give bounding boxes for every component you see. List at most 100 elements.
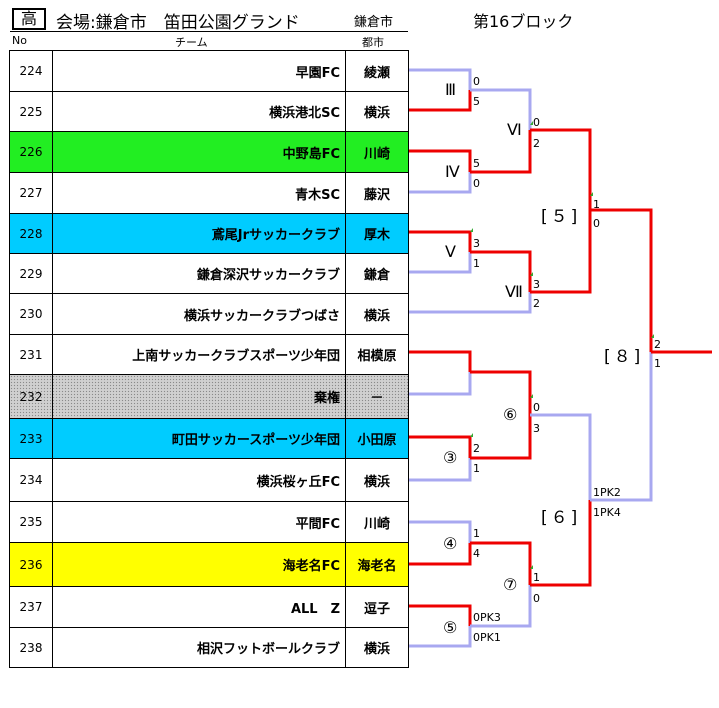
team-number: 228 [10,214,53,253]
score-label: 3 [533,278,540,291]
team-number: 232 [10,375,53,418]
score-label: 3 [533,422,540,435]
winner-marker [530,394,533,398]
bracket-lose-line [409,626,472,648]
team-city: 厚木 [346,214,409,253]
team-row: 230 横浜サッカークラブつばさ 横浜 [10,294,409,335]
team-row: 224 早園FC 綾瀬 [10,51,409,92]
team-number: 234 [10,459,53,501]
score-label: 1 [593,198,600,211]
score-label: 1 [654,357,661,370]
bracket-lose-line [409,372,472,396]
bracket-win-line [530,500,592,587]
bracket-win-line [470,541,532,585]
team-name: 早園FC [53,51,346,91]
team-name: 横浜サッカークラブつばさ [53,294,346,334]
team-name: 中野島FC [53,132,346,172]
block-title: 第16ブロック [473,12,574,31]
score-label: 2 [473,442,480,455]
score-label: 1 [473,462,480,475]
bracket-win-line [409,149,472,172]
team-name: 相沢フットボールクラブ [53,628,346,667]
round-label: ④ [443,534,458,553]
team-number: 227 [10,173,53,213]
team-name: 青木SC [53,173,346,213]
team-city: 小田原 [346,419,409,458]
team-city: 相模原 [346,335,409,374]
bracket-win-line [409,350,472,372]
bracket-lose-line [409,292,532,314]
score-label: 1PK2 [593,486,621,499]
winner-marker [590,192,593,196]
round-label: Ⅵ [507,120,522,139]
winner-marker [530,121,533,125]
bracket-win-line [530,128,592,210]
bracket-win-line [409,90,472,112]
round-label: Ⅲ [445,80,457,99]
team-city: 川崎 [346,132,409,172]
column-header-team: チーム [175,36,208,49]
team-row: 225 横浜港北SC 横浜 [10,92,409,132]
round-label: ⑥ [503,405,518,424]
score-label: 0 [473,75,480,88]
score-label: 5 [473,95,480,108]
bracket-win-line [470,415,532,460]
round-label: [５] [541,207,581,227]
header-underline [10,31,408,32]
team-name: 鎌倉深沢サッカークラブ [53,254,346,293]
score-label: 0 [533,116,540,129]
grade-badge: 高 [12,8,46,30]
team-number: 237 [10,587,53,627]
bracket-win-line [470,250,532,292]
team-city: 横浜 [346,459,409,501]
team-number: 236 [10,543,53,586]
bracket-lose-line [590,352,653,502]
bracket-win-line [409,604,472,626]
score-label: 0PK1 [473,631,501,644]
team-number: 233 [10,419,53,458]
team-number: 231 [10,335,53,374]
team-city: 藤沢 [346,173,409,213]
team-city: 川崎 [346,502,409,542]
round-label: Ⅳ [445,162,460,181]
team-row: 233 町田サッカースポーツ少年団 小田原 [10,419,409,459]
winner-marker [530,272,533,276]
score-label: 0 [533,592,540,605]
team-name: 横浜港北SC [53,92,346,131]
team-city: 横浜 [346,92,409,131]
team-row: 232 棄権 － [10,375,409,419]
score-label: 0 [473,177,480,190]
team-name: 平間FC [53,502,346,542]
bracket-win-line [470,370,532,415]
team-number: 226 [10,132,53,172]
team-name: 海老名FC [53,543,346,586]
team-row: 231 上南サッカークラブスポーツ少年団 相模原 [10,335,409,375]
venue-title: 会場:鎌倉市 笛田公園グランド [56,13,300,33]
score-label: 2 [533,297,540,310]
bracket-win-line [590,208,653,352]
team-city: － [346,375,409,418]
team-row: 236 海老名FC 海老名 [10,543,409,587]
bracket-win-line [409,543,472,566]
venue-city: 鎌倉市 [354,15,394,30]
round-label: ⑦ [503,575,518,594]
column-header-no: No [12,34,27,47]
round-label: Ⅶ [505,282,523,301]
team-row: 234 横浜桜ヶ丘FC 横浜 [10,459,409,502]
team-row: 227 青木SC 藤沢 [10,173,409,214]
score-label: 1 [533,571,540,584]
team-name: 町田サッカースポーツ少年団 [53,419,346,458]
score-label: 0 [533,401,540,414]
bracket-win-line [530,210,592,294]
winner-marker [530,565,533,569]
score-label: 1 [473,527,480,540]
score-label: 4 [473,547,480,560]
score-label: 3 [473,237,480,250]
team-name: 棄権 [53,375,346,418]
team-city: 海老名 [346,543,409,586]
team-number: 235 [10,502,53,542]
score-label: 2 [533,137,540,150]
team-city: 鎌倉 [346,254,409,293]
round-label: ⑤ [443,618,458,637]
